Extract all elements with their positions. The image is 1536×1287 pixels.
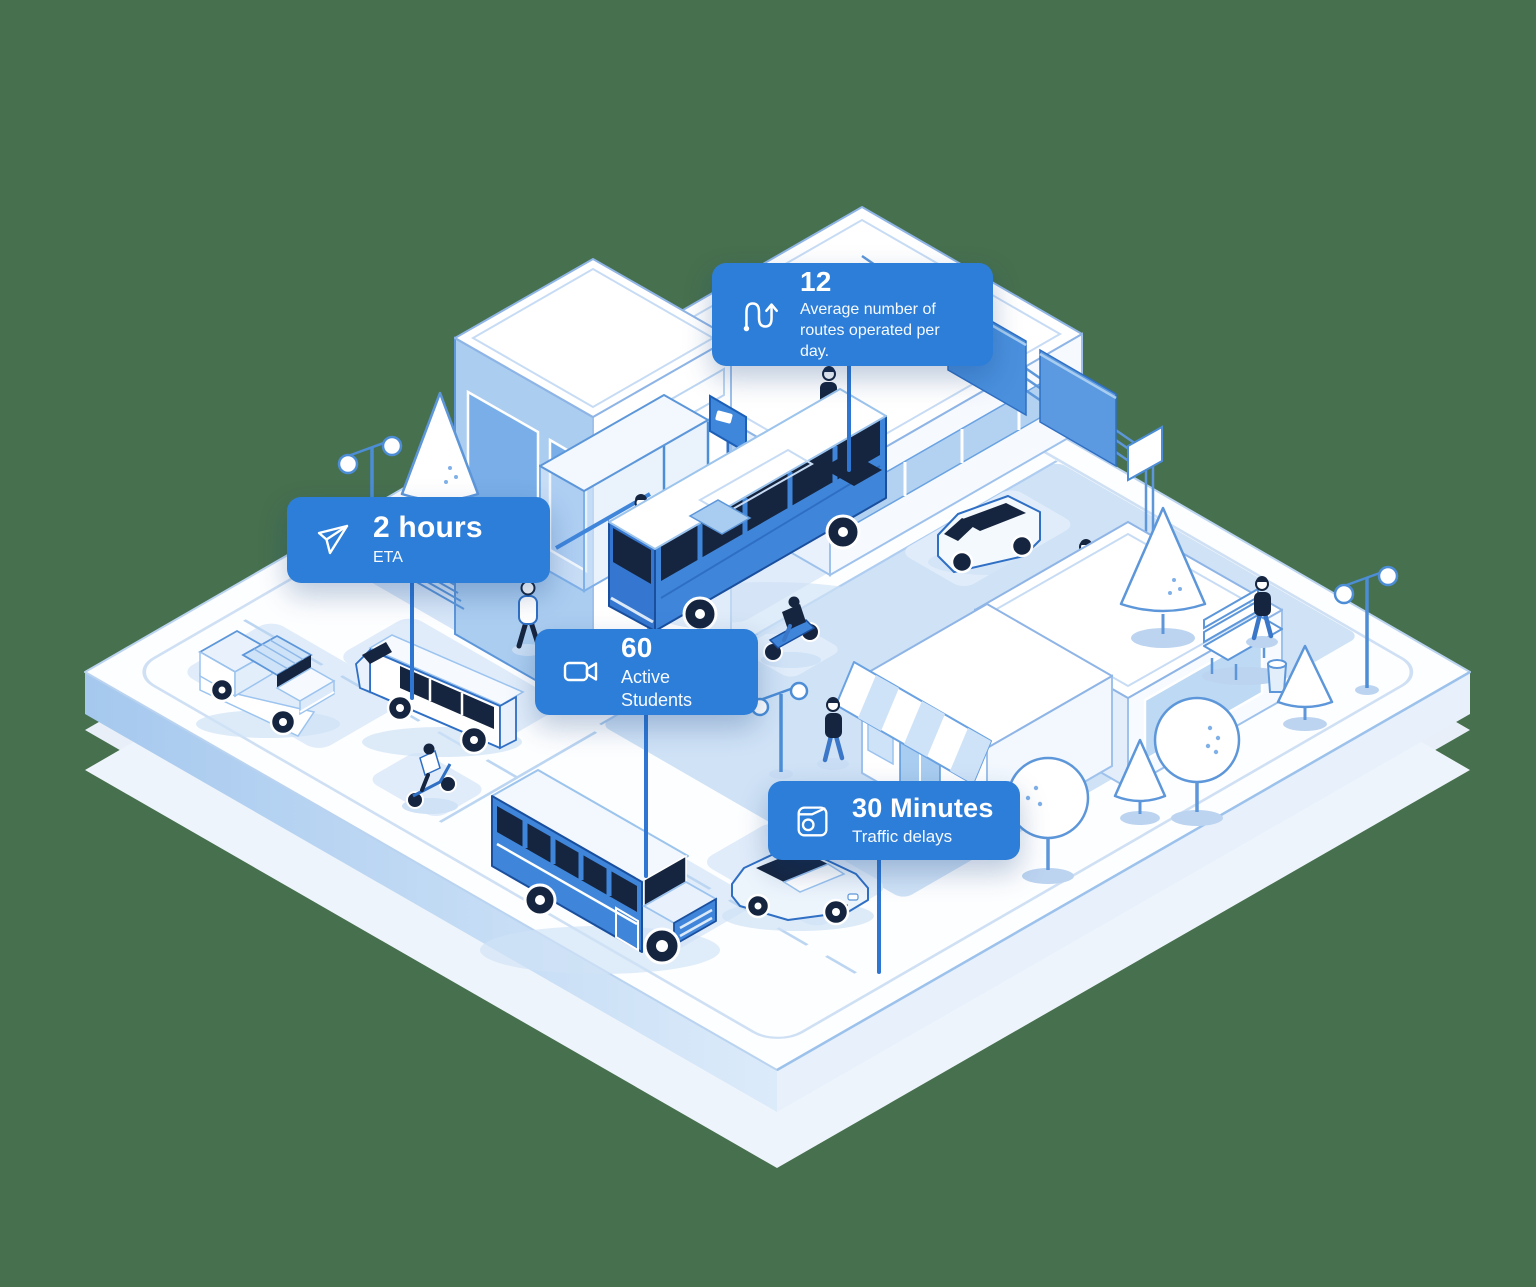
park-bench bbox=[1202, 587, 1286, 685]
minivan bbox=[928, 495, 1052, 575]
pedestrian bbox=[1246, 576, 1278, 648]
callout-value: 60 bbox=[621, 631, 653, 663]
city-bus bbox=[608, 388, 895, 634]
street-lamp bbox=[1333, 565, 1399, 695]
callout-label: ETA bbox=[373, 548, 403, 566]
roof-hatch bbox=[822, 452, 882, 486]
callout-stem bbox=[410, 575, 414, 700]
store-awning bbox=[835, 661, 992, 785]
pickup-truck bbox=[196, 629, 340, 738]
navigation-icon bbox=[311, 518, 355, 562]
callout-value: 2 hours bbox=[373, 511, 483, 545]
street-lamp bbox=[750, 681, 809, 779]
motorcycle-rider bbox=[761, 596, 821, 668]
callout-stem bbox=[644, 710, 648, 878]
van bbox=[355, 634, 525, 757]
cone-tree bbox=[1119, 506, 1207, 648]
cone-tree bbox=[1276, 644, 1334, 731]
video-camera-icon bbox=[559, 650, 603, 694]
callout-card-delays: 30 Minutes Traffic delays bbox=[768, 781, 1020, 860]
road-sign-panel bbox=[1039, 348, 1117, 468]
callout-value: 12 bbox=[800, 266, 832, 298]
cone-tree bbox=[1113, 738, 1167, 825]
callout-stem bbox=[877, 855, 881, 974]
pedestrian bbox=[817, 697, 849, 770]
round-tree bbox=[1006, 756, 1090, 884]
route-icon bbox=[736, 292, 782, 338]
callout-card-eta: 2 hours ETA bbox=[287, 497, 550, 583]
callout-card-routes: 12 Average number of routes operated per… bbox=[712, 263, 993, 366]
callout-value: 30 Minutes bbox=[852, 792, 994, 823]
map-icon bbox=[792, 800, 834, 842]
callout-stem bbox=[847, 360, 851, 472]
scooter-rider bbox=[402, 743, 458, 814]
callout-card-students: 60 Active Students bbox=[535, 629, 758, 715]
round-tree bbox=[1153, 696, 1241, 826]
callout-label: Traffic delays bbox=[852, 826, 953, 846]
callout-label: Active Students bbox=[621, 666, 693, 711]
trash-can bbox=[1266, 659, 1288, 693]
school-bus bbox=[480, 769, 720, 974]
callout-label: Average number of routes operated per da… bbox=[800, 301, 940, 360]
